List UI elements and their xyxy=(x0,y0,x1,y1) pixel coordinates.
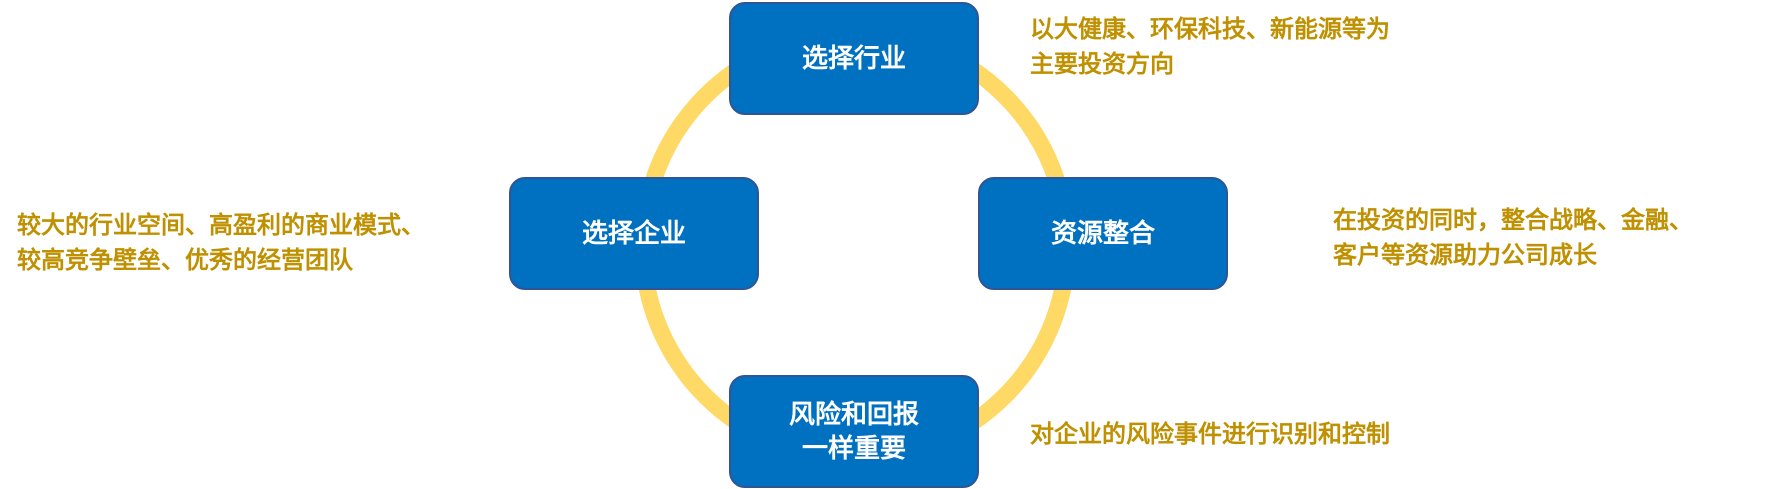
node-label: 选择企业 xyxy=(581,218,686,249)
desc-risk-return: 对企业的风险事件进行识别和控制 xyxy=(1030,417,1390,452)
desc-line: 以大健康、环保科技、新能源等为 xyxy=(1030,15,1390,43)
node-select-company: 选择企业 xyxy=(509,177,759,290)
node-resource-integration: 资源整合 xyxy=(978,177,1228,290)
node-risk-return: 风险和回报 一样重要 xyxy=(729,375,979,488)
node-label-line: 一样重要 xyxy=(801,433,906,464)
node-label: 资源整合 xyxy=(1050,218,1155,249)
desc-line: 主要投资方向 xyxy=(1030,50,1174,78)
node-label: 选择行业 xyxy=(801,43,906,74)
desc-line: 较高竞争壁垒、优秀的经营团队 xyxy=(17,246,353,274)
desc-resource-integration: 在投资的同时，整合战略、金融、 客户等资源助力公司成长 xyxy=(1333,203,1693,273)
desc-select-company: 较大的行业空间、高盈利的商业模式、 较高竞争壁垒、优秀的经营团队 xyxy=(17,208,425,278)
desc-line: 客户等资源助力公司成长 xyxy=(1333,241,1597,269)
desc-line: 较大的行业空间、高盈利的商业模式、 xyxy=(17,211,425,239)
desc-line: 对企业的风险事件进行识别和控制 xyxy=(1030,420,1390,448)
node-label-line: 风险和回报 xyxy=(788,399,919,430)
desc-line: 在投资的同时，整合战略、金融、 xyxy=(1333,206,1693,234)
desc-select-industry: 以大健康、环保科技、新能源等为 主要投资方向 xyxy=(1030,12,1390,82)
node-select-industry: 选择行业 xyxy=(729,2,979,115)
